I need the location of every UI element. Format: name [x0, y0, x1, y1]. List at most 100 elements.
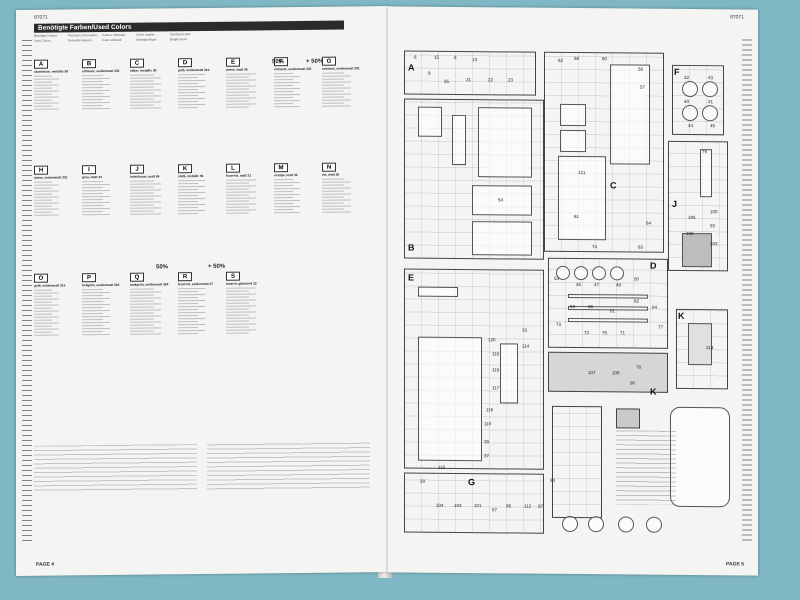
part-number-label: 53: [554, 275, 560, 281]
translation-line: [178, 179, 205, 182]
color-name: rot, matt 36: [322, 172, 340, 177]
translation-line: [322, 90, 344, 92]
translation-line: [34, 108, 59, 110]
part-number-label: 62: [558, 57, 564, 63]
translation-line: [322, 184, 344, 186]
translation-line: [130, 201, 161, 203]
color-name: tankgrün, seidenmatt 364: [130, 282, 169, 287]
translation-line: [274, 91, 293, 93]
translation-line: [34, 331, 52, 333]
part-number-label: 42: [684, 74, 690, 81]
translation-line: [34, 75, 52, 77]
translation-line: [226, 200, 249, 202]
translation-line: [178, 293, 205, 296]
right-page-code: 87071: [730, 14, 744, 21]
part-number-label: 13: [472, 57, 478, 63]
part-number-label: 54: [498, 197, 504, 203]
translation-line: [226, 314, 249, 316]
translation-line: [82, 101, 110, 104]
translation-line: [178, 329, 205, 332]
color-name: tanzrot, glänzend 32: [226, 281, 257, 286]
translation-line: [274, 81, 300, 84]
part-number-label: 203: [710, 241, 718, 247]
color-letter: L: [226, 163, 240, 173]
translation-line: [178, 191, 205, 194]
part-number-label: 102: [686, 230, 694, 237]
translation-line: [226, 197, 256, 199]
translation-line: [130, 321, 161, 323]
part-axle: [418, 286, 458, 297]
translation-line: [226, 100, 249, 102]
translation-line: [322, 196, 344, 198]
translation-line: [178, 299, 205, 302]
translation-line: [82, 205, 103, 207]
translation-line: [34, 328, 59, 330]
translation-line: [226, 326, 249, 328]
translation-line: [274, 187, 300, 190]
part-number-label: 50: [634, 276, 640, 282]
translation-line: [82, 295, 103, 297]
part-number-label: 86: [588, 304, 594, 310]
part-number-label: 45: [710, 123, 716, 129]
translation-line: [226, 188, 249, 190]
color-name: gelb, seidenmatt 310: [34, 283, 66, 288]
translation-line: [226, 329, 256, 331]
translation-line: [34, 334, 59, 336]
part-tire: [574, 266, 588, 281]
translation-line: [322, 99, 351, 101]
translation-line: [226, 302, 249, 304]
part-clear-parts: [682, 232, 712, 268]
color-letter: P: [82, 273, 96, 283]
translation-line: [178, 103, 205, 106]
translation-line: [82, 99, 103, 101]
mix-label: + 50%: [306, 58, 324, 65]
translation-line: [130, 294, 154, 296]
translation-line: [34, 81, 52, 83]
part-number-label: 25: [444, 78, 450, 84]
lang-label: Cores usadas: [136, 32, 155, 37]
part-number-label: 97: [538, 503, 544, 509]
translation-line: [130, 306, 154, 308]
part-number-label: 114: [522, 343, 530, 349]
translation-line: [130, 101, 161, 103]
part-number-label: 112: [524, 503, 532, 509]
translation-line: [82, 81, 103, 83]
translation-line: [178, 291, 198, 293]
translation-line: [274, 179, 293, 181]
left-page-code: 87071: [34, 14, 48, 21]
translation-line: [226, 203, 256, 205]
translation-line: [274, 73, 293, 75]
disclaimer-text: [34, 442, 370, 542]
part-number-label: 90: [630, 380, 636, 386]
translation-line: [82, 321, 110, 324]
sprue-letter-g: G: [468, 477, 476, 488]
part-rubber-tire: [618, 516, 634, 533]
color-letter: C: [130, 58, 144, 68]
part-seat: [418, 106, 442, 137]
translation-line: [130, 95, 161, 97]
color-letter: K: [178, 164, 192, 174]
translation-line: [178, 213, 198, 215]
lang-label: Peintures nécessaires: [68, 33, 98, 38]
translation-line: [226, 305, 256, 307]
right-page: 87071 A B C F J D E K K: [388, 6, 758, 576]
translation-line: [178, 107, 198, 109]
translation-line: [130, 180, 154, 182]
color-name: orange, matt 30: [274, 172, 298, 178]
part-number-label: 74: [592, 244, 598, 250]
translation-line: [274, 105, 300, 108]
translation-line: [178, 315, 198, 317]
part-number-label: 118: [492, 351, 500, 357]
translation-line: [34, 199, 52, 201]
translation-line: [34, 325, 52, 327]
part-complete-car: [670, 406, 730, 508]
translation-line: [274, 185, 293, 187]
translation-line: [226, 308, 249, 310]
translation-line: [82, 181, 103, 183]
sprue-letter-j: J: [672, 198, 678, 209]
translation-line: [322, 211, 351, 213]
translation-line: [322, 208, 344, 210]
